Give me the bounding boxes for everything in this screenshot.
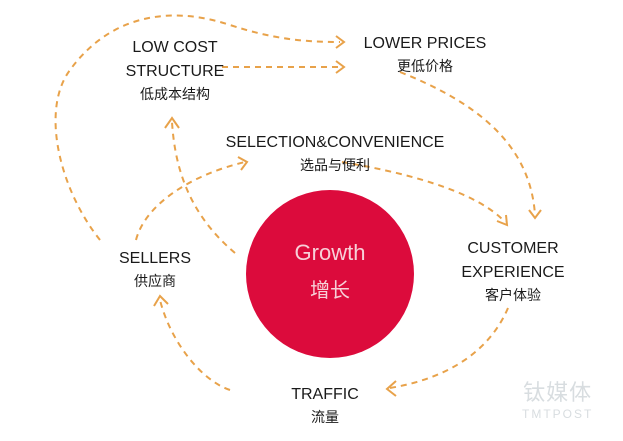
node-lower-prices: LOWER PRICES 更低价格: [350, 32, 500, 78]
arrow-selection-to-customer: [341, 161, 506, 223]
traffic-cn: 流量: [311, 410, 339, 426]
arrow-sellers-to-lower-prices: [54, 14, 341, 241]
traffic-en: TRAFFIC: [291, 386, 359, 403]
watermark-en: TMTPOST: [522, 407, 594, 421]
low-cost-en-1: LOW COST: [132, 39, 218, 56]
node-customer-experience: CUSTOMER EXPERIENCE 客户体验: [448, 237, 578, 307]
growth-circle: Growth 增长: [246, 190, 414, 358]
node-selection-convenience: SELECTION&CONVENIENCE 选品与便利: [200, 131, 470, 177]
watermark-cn: 钛媒体: [523, 381, 593, 406]
selection-en: SELECTION&CONVENIENCE: [225, 134, 445, 151]
node-sellers: SELLERS 供应商: [100, 247, 210, 293]
arrow-customer-to-traffic: [389, 307, 509, 389]
arrow-lower-prices-to-customer: [399, 71, 536, 216]
arrowhead-customer-left: [496, 214, 509, 227]
low-cost-en-2: STRUCTURE: [125, 63, 225, 80]
arrowhead-low-cost: [164, 116, 180, 129]
arrowhead-selection: [237, 156, 249, 171]
arrow-growth-to-low-cost: [171, 121, 236, 254]
arrowhead-sellers: [153, 294, 169, 307]
growth-en: Growth: [294, 240, 366, 265]
lower-prices-en: LOWER PRICES: [363, 35, 487, 52]
customer-en-1: CUSTOMER: [467, 240, 559, 257]
arrow-sellers-to-selection: [135, 161, 246, 241]
customer-cn: 客户体验: [485, 288, 541, 304]
lower-prices-cn: 更低价格: [397, 59, 453, 75]
sellers-en: SELLERS: [118, 250, 192, 267]
arrowhead-lower-prices-mid: [335, 60, 346, 74]
watermark-logo: 钛媒体 TMTPOST: [522, 375, 593, 421]
node-traffic: TRAFFIC 流量: [270, 383, 380, 429]
low-cost-cn: 低成本结构: [140, 87, 210, 103]
customer-en-2: EXPERIENCE: [461, 264, 565, 281]
selection-cn: 选品与便利: [300, 158, 370, 174]
arrowhead-lower-prices-top: [335, 35, 346, 49]
sellers-cn: 供应商: [134, 274, 176, 290]
arrow-traffic-to-sellers: [159, 299, 231, 391]
growth-cn: 增长: [310, 278, 350, 302]
arrowhead-traffic: [385, 380, 397, 397]
node-low-cost-structure: LOW COST STRUCTURE 低成本结构: [112, 36, 238, 106]
arrowhead-customer-right: [528, 209, 542, 220]
